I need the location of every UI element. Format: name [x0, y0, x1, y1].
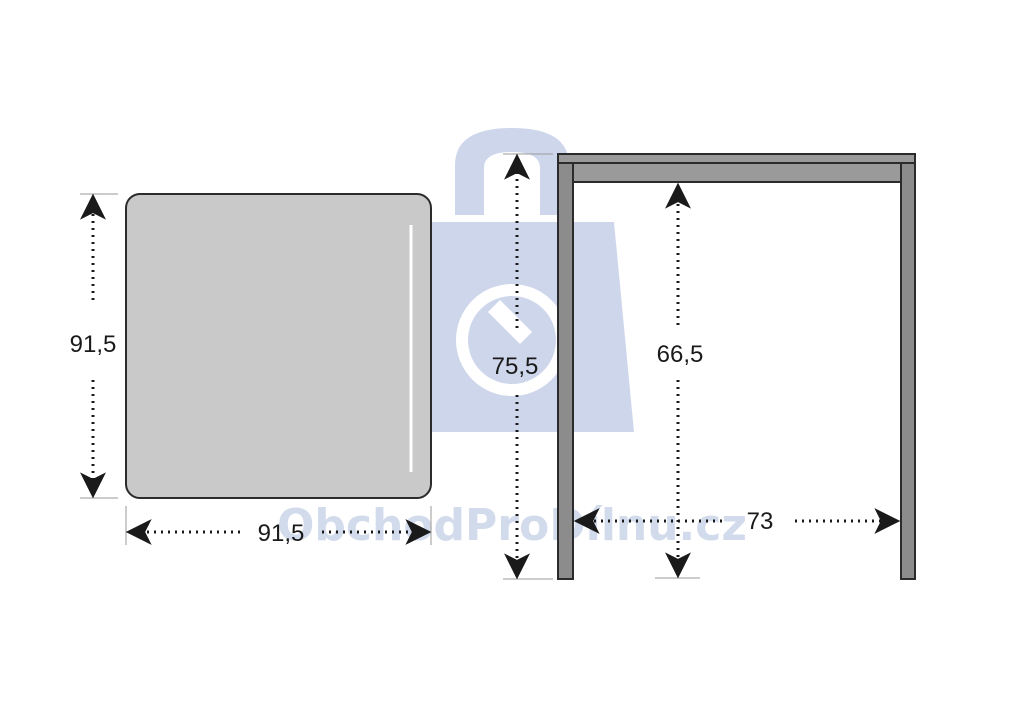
table-apron [572, 162, 902, 183]
side-view: 75,5 66,5 73 [492, 153, 916, 580]
table-leg-left [557, 162, 574, 580]
tabletop-width-label: 91,5 [258, 520, 305, 547]
leg-span-label: 73 [747, 508, 774, 535]
table-top-edge [557, 153, 916, 164]
total-height-label: 75,5 [492, 353, 539, 380]
leg-clearance-label: 66,5 [657, 341, 704, 368]
table-leg-right [900, 162, 916, 580]
tabletop-panel [125, 193, 432, 499]
watermark-text: ObchodProDílnu.cz [277, 500, 747, 551]
tabletop-height-label: 91,5 [70, 331, 117, 358]
top-view: 91,5 91,5 [70, 193, 432, 547]
